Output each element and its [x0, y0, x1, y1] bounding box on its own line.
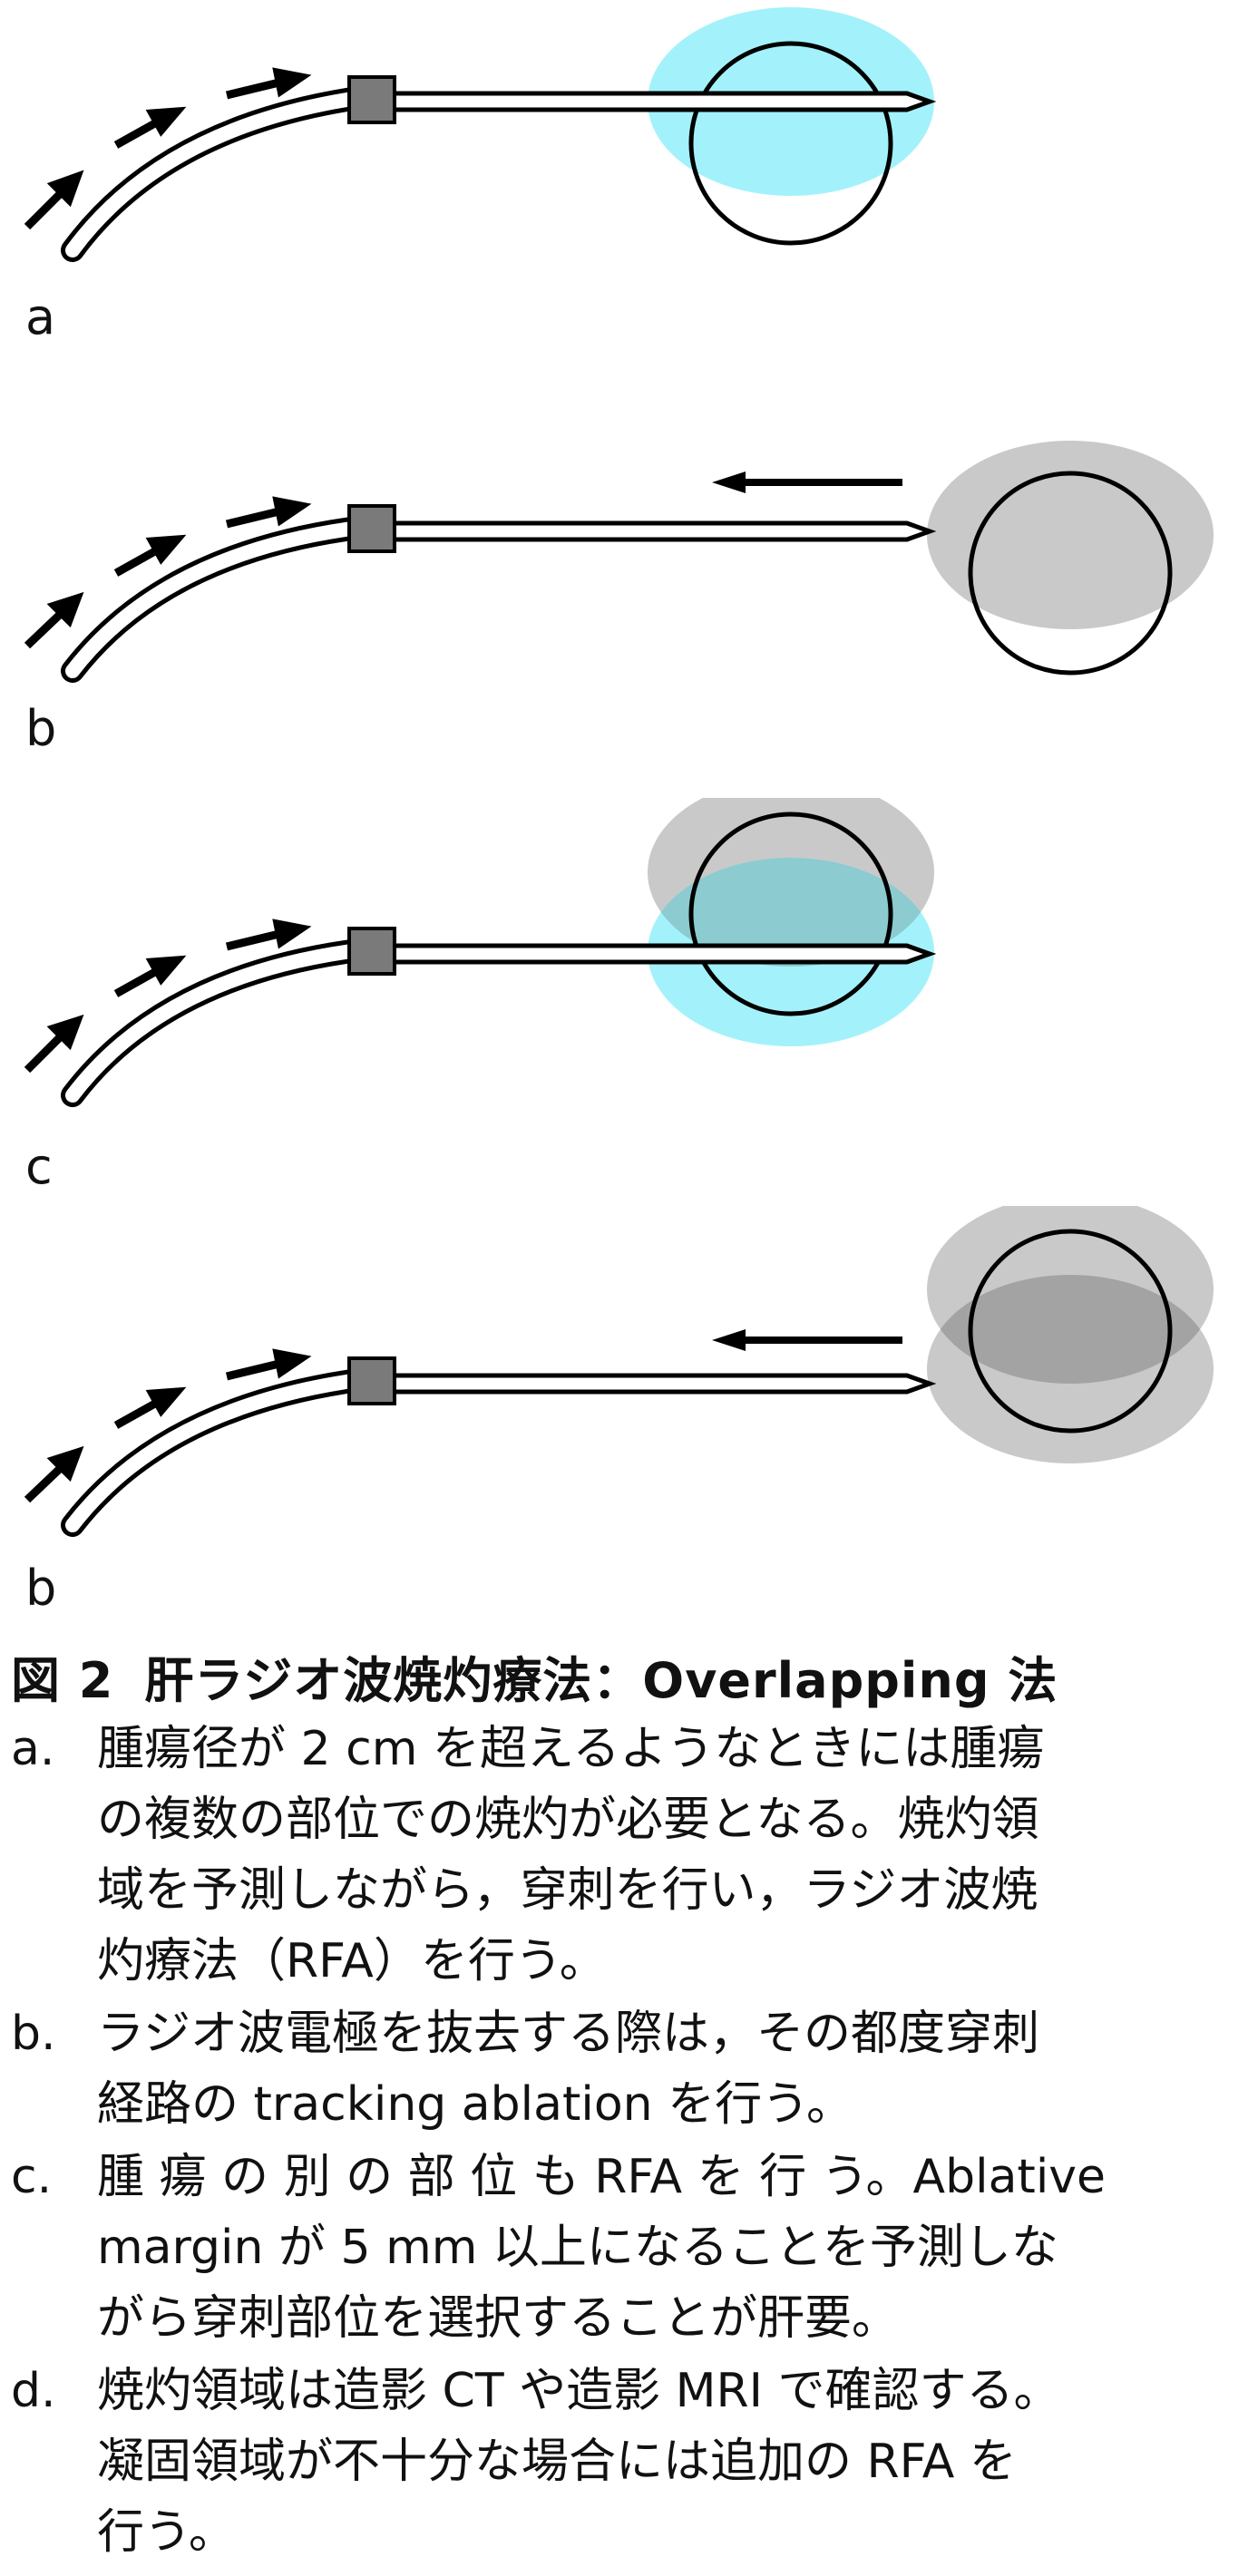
item-line: 腫 瘍 の 別 の 部 位 も RFA を 行 う。Ablative	[97, 2150, 1107, 2204]
diagram-panel-d: b	[24, 1206, 1214, 1617]
diagram-panel-b: b	[24, 441, 1214, 757]
tumor-circle	[688, 812, 893, 1016]
item-line: 灼療法（RFA）を行う。	[97, 1934, 607, 1988]
electrode-hub	[347, 927, 396, 976]
electrode-hub	[347, 75, 396, 124]
figure-title: 肝ラジオ波焼灼療法：Overlapping 法	[144, 1652, 1058, 1709]
needle-shaft	[387, 1373, 937, 1395]
electrode-hub	[347, 504, 396, 553]
catheter-tube	[61, 516, 370, 683]
withdraw-arrow	[712, 1329, 902, 1351]
caption-item-c: c. 腫 瘍 の 別 の 部 位 も RFA を 行 う。Ablative ma…	[11, 2142, 1237, 2354]
needle-shaft	[387, 91, 937, 112]
catheter-tube	[61, 86, 370, 262]
electrode-device	[61, 1356, 937, 1537]
flow-arrows	[24, 919, 312, 1074]
electrode-device	[61, 504, 937, 683]
item-line: がら穿刺部位を選択することが肝要。	[97, 2291, 900, 2346]
catheter-tube	[61, 1368, 370, 1537]
panel-label: b	[25, 1560, 56, 1617]
ablation-zone-gray	[927, 441, 1214, 629]
item-line: 域を予測しながら，穿刺を行い，ラジオ波焼	[97, 1863, 1038, 1918]
needle-shaft	[387, 520, 937, 542]
item-label: d.	[11, 2364, 56, 2418]
item-line: 行う。	[97, 2505, 236, 2560]
tumor-circle	[968, 471, 1173, 676]
tumor-circle	[688, 41, 893, 246]
caption-item-b: b. ラジオ波電極を抜去する際は，その都度穿刺 経路の tracking abl…	[11, 1998, 1237, 2140]
flow-arrows	[24, 67, 312, 230]
electrode-device	[61, 75, 937, 262]
panel-label: c	[25, 1138, 53, 1195]
item-label: a.	[11, 1722, 55, 1776]
overlap-zone	[927, 1275, 1214, 1384]
item-line: 腫瘍径が 2 cm を超えるようなときには腫瘍	[97, 1722, 1045, 1776]
electrode-hub	[347, 1356, 396, 1405]
diagram-panel-c: c	[24, 798, 937, 1195]
item-line: margin が 5 mm 以上になることを予測しな	[97, 2221, 1058, 2275]
panel-label: b	[25, 700, 56, 757]
caption-item-d: d. 焼灼領域は造影 CT や造影 MRI で確認する。 凝固領域が不十分な場合…	[11, 2356, 1237, 2568]
withdraw-arrow	[712, 471, 902, 493]
panel-label: a	[25, 288, 55, 345]
caption-item-a: a. 腫瘍径が 2 cm を超えるようなときには腫瘍 の複数の部位での焼灼が必要…	[11, 1714, 1237, 1997]
tumor-circle	[968, 1229, 1173, 1434]
figure-number: 図 2	[11, 1652, 114, 1709]
diagram-panel-a: a	[24, 7, 937, 345]
item-label: b.	[11, 2007, 56, 2061]
item-line: 焼灼領域は造影 CT や造影 MRI で確認する。	[97, 2364, 1061, 2418]
figure-caption: 図 2 肝ラジオ波焼灼療法：Overlapping 法 a. 腫瘍径が 2 cm …	[11, 1650, 1237, 2568]
item-line: ラジオ波電極を抜去する際は，その都度穿刺	[97, 2007, 1039, 2061]
item-label: c.	[11, 2150, 53, 2204]
item-line: 経路の tracking ablation を行う。	[97, 2077, 854, 2132]
flow-arrows	[24, 496, 312, 649]
item-line: 凝固領域が不十分な場合には追加の RFA を	[97, 2435, 1017, 2489]
needle-shaft	[387, 943, 937, 965]
electrode-device	[61, 927, 937, 1107]
caption-title: 図 2 肝ラジオ波焼灼療法：Overlapping 法	[11, 1650, 1237, 1712]
item-line: の複数の部位での焼灼が必要となる。焼灼領	[97, 1793, 1039, 1847]
catheter-tube	[61, 938, 370, 1107]
flow-arrows	[24, 1348, 312, 1503]
